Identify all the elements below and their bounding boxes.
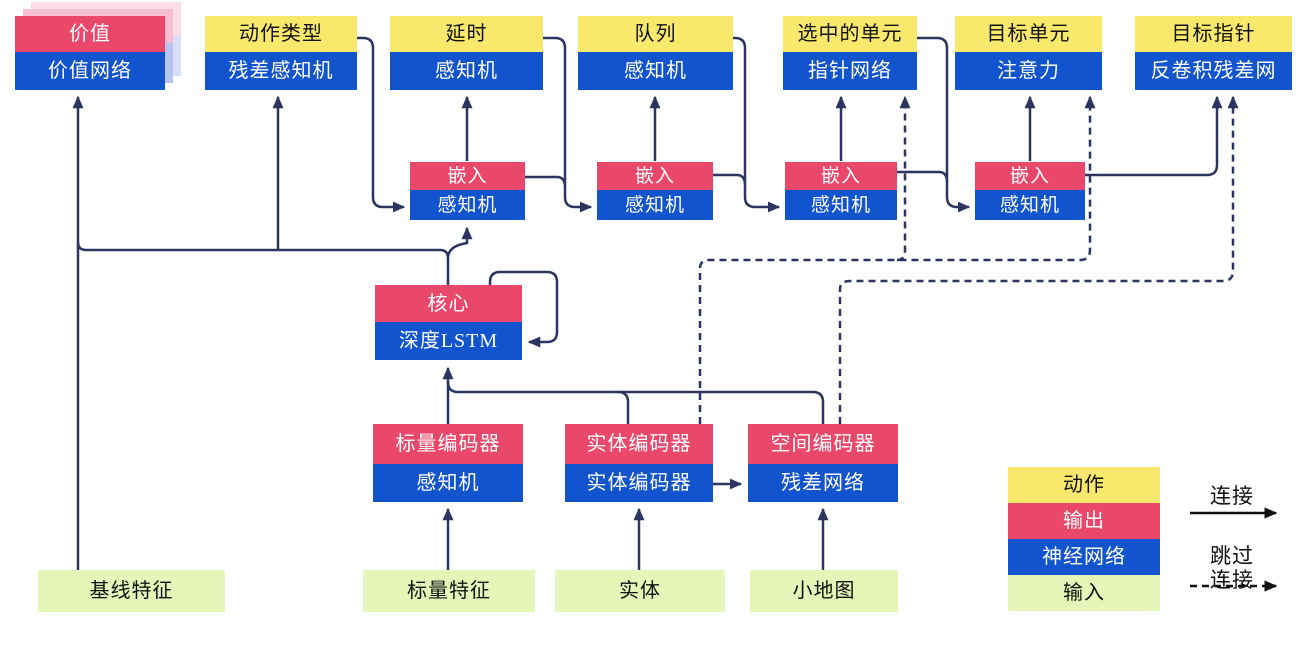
node-embed-4: 嵌入 感知机 bbox=[975, 162, 1085, 220]
embed3-network-label: 感知机 bbox=[785, 190, 897, 220]
node-embed-1: 嵌入 感知机 bbox=[410, 162, 525, 220]
entity-encoder-label: 实体编码器 bbox=[565, 424, 713, 464]
skip-spatial-to-target-point bbox=[838, 95, 1239, 424]
node-scalar-encoder: 标量编码器 感知机 bbox=[373, 424, 523, 502]
legend-action-label: 动作 bbox=[1008, 467, 1160, 503]
embed4-network-label: 感知机 bbox=[975, 190, 1085, 220]
node-delay: 延时 感知机 bbox=[390, 16, 543, 90]
node-spatial-encoder: 空间编码器 残差网络 bbox=[748, 424, 898, 502]
entity-input-label: 实体 bbox=[555, 570, 725, 612]
minimap-input-label: 小地图 bbox=[750, 570, 898, 612]
skip-entity-to-target-unit bbox=[698, 95, 1096, 424]
edge-delay-to-embed2 bbox=[543, 36, 593, 213]
edge-embed3-out-merge bbox=[897, 170, 949, 183]
node-selected-units: 选中的单元 指针网络 bbox=[783, 16, 917, 90]
edge-queue-to-embed3 bbox=[733, 36, 781, 213]
node-embed-2: 嵌入 感知机 bbox=[597, 162, 713, 220]
node-queue: 队列 感知机 bbox=[578, 16, 733, 90]
edge-core-to-embed1 bbox=[446, 226, 473, 259]
node-embed-3: 嵌入 感知机 bbox=[785, 162, 897, 220]
embed1-label: 嵌入 bbox=[410, 162, 525, 190]
edge-embed4-to-target-point bbox=[1085, 95, 1223, 177]
node-input-baseline: 基线特征 bbox=[38, 570, 225, 612]
edge-core-output-left bbox=[76, 241, 450, 285]
baseline-features-label: 基线特征 bbox=[38, 570, 225, 612]
embed2-label: 嵌入 bbox=[597, 162, 713, 190]
spatial-encoder-label: 空间编码器 bbox=[748, 424, 898, 464]
target-point-network-label: 反卷积残差网 bbox=[1135, 52, 1292, 90]
embed4-label: 嵌入 bbox=[975, 162, 1085, 190]
node-input-scalar: 标量特征 bbox=[363, 570, 535, 612]
edge-core-self-loop bbox=[488, 270, 559, 348]
delay-network-label: 感知机 bbox=[390, 52, 543, 90]
node-target-point: 目标指针 反卷积残差网 bbox=[1135, 16, 1292, 90]
node-value: 价值 价值网络 bbox=[15, 16, 165, 90]
skip-entity-to-selected-units bbox=[896, 95, 911, 262]
delay-label: 延时 bbox=[390, 16, 543, 52]
scalar-encoder-network-label: 感知机 bbox=[373, 464, 523, 502]
target-point-label: 目标指针 bbox=[1135, 16, 1292, 52]
target-unit-network-label: 注意力 bbox=[955, 52, 1102, 90]
node-entity-encoder: 实体编码器 实体编码器 bbox=[565, 424, 713, 502]
embed2-network-label: 感知机 bbox=[597, 190, 713, 220]
embed1-network-label: 感知机 bbox=[410, 190, 525, 220]
node-input-minimap: 小地图 bbox=[750, 570, 898, 612]
selected-units-label: 选中的单元 bbox=[783, 16, 917, 52]
core-label: 核心 bbox=[375, 285, 522, 322]
node-target-unit: 目标单元 注意力 bbox=[955, 16, 1102, 90]
entity-encoder-network-label: 实体编码器 bbox=[565, 464, 713, 502]
node-core: 核心 深度LSTM bbox=[375, 285, 522, 360]
legend-color-key: 动作 输出 神经网络 输入 bbox=[1008, 467, 1160, 611]
embed3-label: 嵌入 bbox=[785, 162, 897, 190]
legend-skip-label-line2: 连接 bbox=[1210, 568, 1254, 592]
target-unit-label: 目标单元 bbox=[955, 16, 1102, 52]
edge-spatial-encoder-merge bbox=[446, 381, 825, 424]
scalar-features-label: 标量特征 bbox=[363, 570, 535, 612]
queue-network-label: 感知机 bbox=[578, 52, 733, 90]
edge-entity-encoder-merge bbox=[617, 390, 630, 424]
node-action-type: 动作类型 残差感知机 bbox=[205, 16, 357, 90]
spatial-encoder-network-label: 残差网络 bbox=[748, 464, 898, 502]
legend-solid-connection-label: 连接 bbox=[1210, 484, 1254, 508]
legend-network-label: 神经网络 bbox=[1008, 539, 1160, 575]
legend-output-label: 输出 bbox=[1008, 503, 1160, 539]
action-type-network-label: 残差感知机 bbox=[205, 52, 357, 90]
node-input-entity: 实体 bbox=[555, 570, 725, 612]
selected-units-network-label: 指针网络 bbox=[783, 52, 917, 90]
edge-embed1-out-merge bbox=[525, 175, 567, 188]
edge-embed2-out-merge bbox=[713, 173, 747, 186]
edge-action-type-to-embed1 bbox=[357, 36, 406, 213]
value-output-label: 价值 bbox=[15, 16, 165, 52]
value-network-label: 价值网络 bbox=[15, 52, 165, 90]
queue-label: 队列 bbox=[578, 16, 733, 52]
scalar-encoder-label: 标量编码器 bbox=[373, 424, 523, 464]
core-network-label: 深度LSTM bbox=[375, 322, 522, 360]
legend-input-label: 输入 bbox=[1008, 575, 1160, 611]
legend-skip-label-line1: 跳过 bbox=[1210, 544, 1254, 568]
action-type-label: 动作类型 bbox=[205, 16, 357, 52]
edge-selected-units-to-embed4 bbox=[917, 36, 971, 213]
